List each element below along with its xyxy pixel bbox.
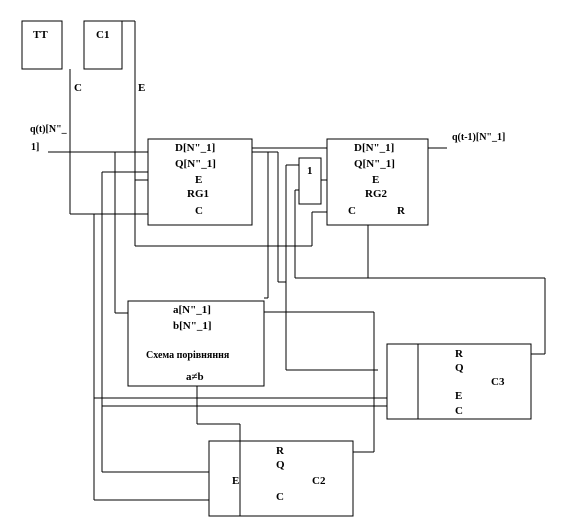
comparator-title: Схема порівняння (146, 350, 230, 361)
input-label: q(t)[N"_ (30, 124, 68, 135)
c2-q-pin: Q (276, 459, 285, 471)
comparator-neq-pin: a≠b (186, 371, 204, 383)
c3-e-pin: E (455, 390, 462, 402)
c3-counter: R Q C3 E C (386, 343, 532, 420)
c3-c-pin: C (455, 405, 463, 417)
c2-title: C2 (312, 475, 326, 487)
c2-e-pin: E (232, 475, 239, 487)
rg1-q-pin: Q[N"_1] (175, 158, 216, 170)
rg1-title: RG1 (187, 188, 209, 200)
rg2-register: D[N"_1] Q[N"_1] E RG2 C R (326, 138, 429, 226)
rg1-register: D[N"_1] Q[N"_1] E RG1 C (147, 138, 253, 226)
comparator-b-pin: b[N"_1] (173, 320, 212, 332)
c2-counter: R Q C2 E C (208, 440, 354, 517)
tt-label: TT (33, 29, 48, 41)
comparator-block: a[N"_1] b[N"_1] Схема порівняння a≠b (127, 300, 265, 387)
rg1-e-pin: E (195, 174, 202, 186)
rg2-c-pin: C (348, 205, 356, 217)
output-label: q(t-1)[N"_1] (452, 132, 505, 143)
c2-r-pin: R (276, 445, 285, 457)
rg1-c-pin: C (195, 205, 203, 217)
tt-block: TT (21, 20, 63, 70)
c3-title: C3 (491, 376, 505, 388)
or-gate-label: 1 (307, 165, 313, 177)
c2-c-pin: C (276, 491, 284, 503)
rg2-title: RG2 (365, 188, 388, 200)
rg2-e-pin: E (372, 174, 379, 186)
wires (48, 20, 546, 501)
comparator-a-pin: a[N"_1] (173, 304, 211, 316)
c3-r-pin: R (455, 348, 464, 360)
c3-q-pin: Q (455, 362, 464, 374)
or-gate: 1 (298, 157, 322, 205)
clock-line-label: C (74, 82, 82, 94)
rg2-r-pin: R (397, 205, 406, 217)
c1-block: C1 (83, 20, 123, 70)
enable-line-label: E (138, 82, 145, 94)
rg1-d-pin: D[N"_1] (175, 142, 215, 154)
rg2-q-pin: Q[N"_1] (354, 158, 395, 170)
rg2-d-pin: D[N"_1] (354, 142, 394, 154)
c1-label: C1 (96, 29, 109, 41)
input-label-cont: 1] (31, 142, 39, 153)
